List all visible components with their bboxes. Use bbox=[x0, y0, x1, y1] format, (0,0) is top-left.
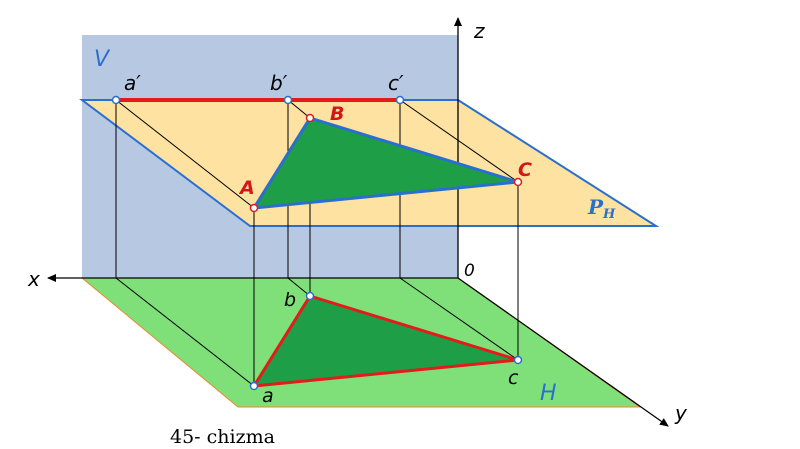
triangle-abc bbox=[252, 116, 520, 210]
point-a-prime bbox=[111, 95, 121, 105]
point-A bbox=[249, 203, 259, 213]
label-axis-z: z bbox=[473, 19, 485, 43]
label-plane-ph: PH bbox=[587, 195, 616, 222]
points bbox=[111, 95, 523, 391]
point-c-prime bbox=[395, 95, 405, 105]
label-c: c bbox=[508, 367, 519, 389]
point-b-prime bbox=[283, 95, 293, 105]
label-axis-y: y bbox=[674, 401, 688, 425]
point-B bbox=[305, 113, 315, 123]
label-a-prime: a′ bbox=[124, 71, 141, 95]
point-b bbox=[305, 291, 315, 301]
triangle-abc-projection bbox=[252, 294, 520, 388]
label-A: A bbox=[238, 177, 255, 199]
label-plane-v: V bbox=[94, 47, 111, 72]
point-a bbox=[249, 381, 259, 391]
label-C: C bbox=[518, 159, 532, 181]
label-plane-ph-subscript: H bbox=[602, 207, 616, 222]
figure-caption: 45- chizma bbox=[170, 426, 275, 448]
y-axis bbox=[457, 277, 669, 427]
point-C bbox=[513, 177, 523, 187]
label-B: B bbox=[330, 103, 344, 125]
projection-lines bbox=[115, 99, 519, 387]
label-b-prime: b′ bbox=[270, 71, 288, 95]
label-a: a bbox=[262, 385, 274, 407]
label-plane-h: H bbox=[540, 381, 557, 406]
label-axis-x: x bbox=[27, 267, 40, 291]
label-c-prime: c′ bbox=[388, 71, 404, 95]
point-c bbox=[513, 355, 523, 365]
label-origin: 0 bbox=[464, 261, 475, 281]
label-b: b bbox=[284, 289, 296, 311]
